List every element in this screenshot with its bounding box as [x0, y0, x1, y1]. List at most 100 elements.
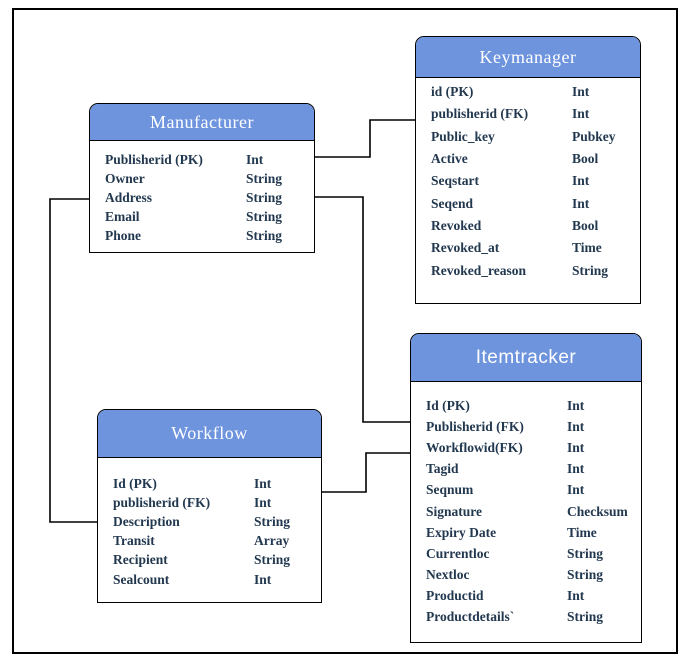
field-name: Publisherid (FK) — [426, 418, 524, 434]
table-row: Phone String — [90, 226, 314, 245]
field-type: Int — [567, 439, 585, 455]
entity-workflow[interactable]: Workflow Id (PK) Int publisherid (FK) In… — [97, 409, 322, 603]
field-name: Signature — [426, 503, 483, 519]
entity-workflow-fields: Id (PK) Int publisherid (FK) Int Descrip… — [98, 458, 321, 589]
field-type: String — [246, 227, 283, 243]
table-row: Seqend Int — [416, 192, 640, 214]
entity-manufacturer-fields: Publisherid (PK) Int Owner String Addres… — [90, 141, 314, 245]
field-name: Revoked — [431, 217, 482, 233]
field-type: Pubkey — [572, 128, 616, 144]
field-type: String — [246, 170, 283, 186]
table-row: Tagid Int — [411, 459, 641, 480]
table-row: Currentloc String — [411, 543, 641, 564]
field-type: Int — [567, 588, 585, 604]
table-row: Id (PK) Int — [98, 474, 321, 493]
field-type: Int — [572, 106, 590, 122]
field-type: Int — [246, 151, 264, 167]
entity-keymanager-fields: id (PK) Int publisherid (FK) Int Public_… — [416, 78, 640, 282]
table-row: Signature Checksum — [411, 501, 641, 522]
field-name: Nextloc — [426, 567, 470, 583]
field-name: Active — [431, 151, 468, 167]
entity-manufacturer[interactable]: Manufacturer Publisherid (PK) Int Owner … — [89, 103, 315, 253]
table-row: Transit Array — [98, 532, 321, 551]
entity-itemtracker-title: Itemtracker — [411, 334, 641, 382]
table-row: Revoked_reason String — [416, 259, 640, 281]
entity-keymanager[interactable]: Keymanager id (PK) Int publisherid (FK) … — [415, 36, 641, 304]
table-row: Publisherid (FK) Int — [411, 416, 641, 437]
entity-workflow-title: Workflow — [98, 410, 321, 458]
table-row: Revoked Bool — [416, 215, 640, 237]
table-row: Seqnum Int — [411, 480, 641, 501]
field-name: Seqend — [431, 195, 474, 211]
field-type: Time — [572, 240, 602, 256]
entity-manufacturer-title: Manufacturer — [90, 104, 314, 141]
table-row: Sealcount Int — [98, 570, 321, 589]
table-row: Description String — [98, 512, 321, 531]
table-row: Active Bool — [416, 148, 640, 170]
field-type: Int — [254, 571, 272, 587]
field-type: String — [567, 545, 604, 561]
field-name: Publisherid (PK) — [105, 151, 203, 167]
field-name: Description — [113, 513, 180, 529]
table-row: Productid Int — [411, 586, 641, 607]
field-type: Int — [567, 397, 585, 413]
field-name: Phone — [105, 227, 142, 243]
field-type: String — [254, 552, 291, 568]
field-type: String — [246, 189, 283, 205]
table-row: Nextloc String — [411, 565, 641, 586]
table-row: Address String — [90, 188, 314, 207]
field-type: Int — [572, 195, 590, 211]
field-name: Seqnum — [426, 482, 474, 498]
field-type: Int — [572, 84, 590, 100]
table-row: Productdetails` String — [411, 607, 641, 628]
field-name: Owner — [105, 170, 145, 186]
field-name: Revoked_at — [431, 240, 500, 256]
field-type: Bool — [572, 217, 599, 233]
table-row: Email String — [90, 207, 314, 226]
field-type: String — [567, 567, 604, 583]
field-name: id (PK) — [431, 84, 474, 100]
field-name: Sealcount — [113, 571, 170, 587]
field-name: Transit — [113, 533, 155, 549]
field-type: Bool — [572, 151, 599, 167]
field-name: Revoked_reason — [431, 262, 527, 278]
table-row: Owner String — [90, 169, 314, 188]
field-type: String — [246, 208, 283, 224]
field-name: Email — [105, 208, 140, 224]
table-row: publisherid (FK) Int — [416, 103, 640, 125]
table-row: Id (PK) Int — [411, 395, 641, 416]
table-row: id (PK) Int — [416, 81, 640, 103]
table-row: publisherid (FK) Int — [98, 493, 321, 512]
field-name: Tagid — [426, 461, 459, 477]
field-type: Array — [254, 533, 290, 549]
field-name: Currentloc — [426, 545, 490, 561]
table-row: Recipient String — [98, 551, 321, 570]
entity-itemtracker[interactable]: Itemtracker Id (PK) Int Publisherid (FK)… — [410, 333, 642, 643]
table-row: Public_key Pubkey — [416, 126, 640, 148]
field-type: String — [254, 513, 291, 529]
table-row: Workflowid(FK) Int — [411, 437, 641, 458]
field-name: Id (PK) — [426, 397, 470, 413]
field-name: Id (PK) — [113, 475, 157, 491]
table-row: Seqstart Int — [416, 170, 640, 192]
entity-itemtracker-fields: Id (PK) Int Publisherid (FK) Int Workflo… — [411, 382, 641, 628]
field-name: Expiry Date — [426, 524, 497, 540]
entity-keymanager-title: Keymanager — [416, 37, 640, 78]
field-type: Int — [254, 475, 272, 491]
table-row: Revoked_at Time — [416, 237, 640, 259]
field-name: Recipient — [113, 552, 168, 568]
field-name: Public_key — [431, 128, 495, 144]
field-type: Time — [567, 524, 597, 540]
field-type: Checksum — [567, 503, 628, 519]
field-type: Int — [567, 482, 585, 498]
field-type: Int — [572, 173, 590, 189]
field-name: Productdetails` — [426, 609, 515, 625]
field-name: Address — [105, 189, 153, 205]
table-row: Publisherid (PK) Int — [90, 150, 314, 169]
table-row: Expiry Date Time — [411, 522, 641, 543]
field-type: String — [567, 609, 604, 625]
field-name: publisherid (FK) — [113, 494, 211, 510]
field-name: publisherid (FK) — [431, 106, 529, 122]
field-type: Int — [567, 418, 585, 434]
